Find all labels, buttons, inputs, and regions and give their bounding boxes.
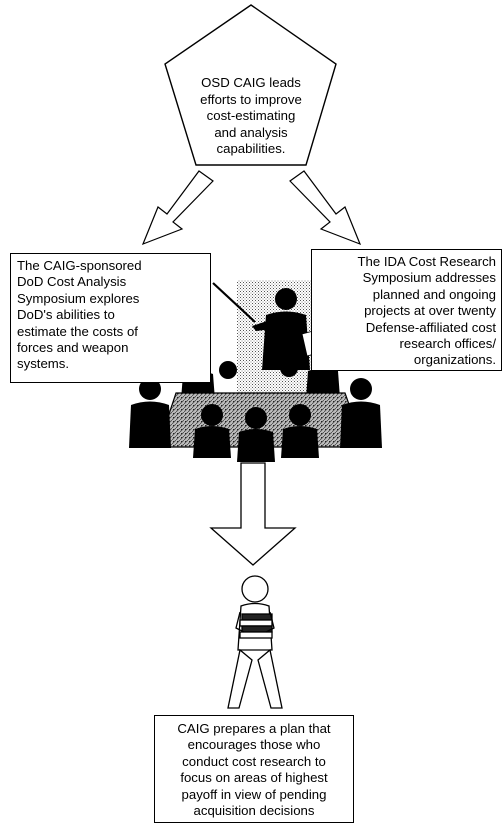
arrow-left-diagonal	[141, 170, 214, 246]
left-box-line: The CAIG-sponsored	[17, 258, 142, 273]
pentagon-line: capabilities.	[216, 141, 286, 157]
presenter-head	[275, 288, 297, 310]
left-box-line: Symposium explores	[17, 290, 140, 306]
left-box-line: DoD Cost Analysis	[17, 274, 127, 290]
right-box-line: planned and ongoing	[372, 286, 496, 302]
left-box-line: systems.	[17, 356, 70, 372]
left-box: The CAIG-sponsored DoD Cost Analysis Sym…	[10, 253, 211, 383]
left-box-line: forces and weapon	[17, 340, 129, 356]
person-left-leg	[227, 648, 253, 709]
right-box-line: Symposium addresses	[362, 270, 496, 286]
pentagon-line: OSD CAIG leads	[201, 75, 301, 90]
person-arms	[235, 611, 275, 633]
pentagon-line: and analysis	[214, 124, 288, 140]
right-box: The IDA Cost Research Symposium addresse…	[311, 249, 502, 371]
bottom-box-line: CAIG prepares a plan that	[177, 721, 331, 736]
arrow-down	[209, 462, 297, 566]
pentagon-shape	[164, 4, 337, 166]
right-box-line: research offices/	[399, 336, 496, 352]
person-head	[241, 575, 269, 603]
right-box-line: The IDA Cost Research	[357, 254, 496, 269]
right-box-line: Defense-affiliated cost	[365, 319, 496, 335]
bottom-box-line: conduct cost research to	[182, 753, 326, 769]
pointer-stick	[212, 282, 256, 323]
pentagon-text: OSD CAIG leads efforts to improve cost-e…	[178, 75, 324, 158]
bottom-box-line: encourages those who	[187, 737, 321, 753]
presenter-body	[262, 311, 310, 370]
bottom-box-line: payoff in view of pending	[181, 786, 327, 802]
book-stack	[239, 613, 273, 639]
left-box-line: estimate the costs of	[17, 323, 138, 339]
right-box-line: projects at over twenty	[364, 303, 496, 319]
pentagon-line: efforts to improve	[200, 91, 302, 107]
person-with-books-illustration	[227, 575, 283, 709]
presenter-arm	[252, 320, 273, 331]
bottom-box: CAIG prepares a plan that encourages tho…	[154, 715, 354, 823]
person-right-leg	[257, 648, 283, 709]
bottom-box-line: acquisition decisions	[193, 803, 315, 819]
arrow-right-diagonal	[289, 170, 362, 246]
bottom-box-line: focus on areas of highest	[180, 770, 328, 786]
left-box-line: DoD's abilities to	[17, 307, 115, 323]
pentagon-line: cost-estimating	[206, 108, 296, 124]
right-box-line: organizations.	[413, 352, 496, 368]
